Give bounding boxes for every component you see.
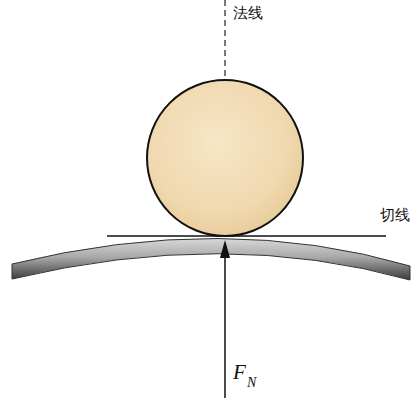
normal-label: 法线	[233, 6, 263, 21]
force-arrow-shaft	[224, 256, 226, 398]
tangent-line	[107, 235, 386, 237]
curved-surface	[12, 238, 410, 280]
force-symbol: F	[233, 362, 246, 383]
tangent-label: 切线	[380, 208, 410, 223]
force-subscript: N	[247, 376, 256, 390]
normal-line	[224, 0, 225, 80]
ball	[147, 80, 303, 236]
force-arrowhead	[220, 240, 230, 258]
